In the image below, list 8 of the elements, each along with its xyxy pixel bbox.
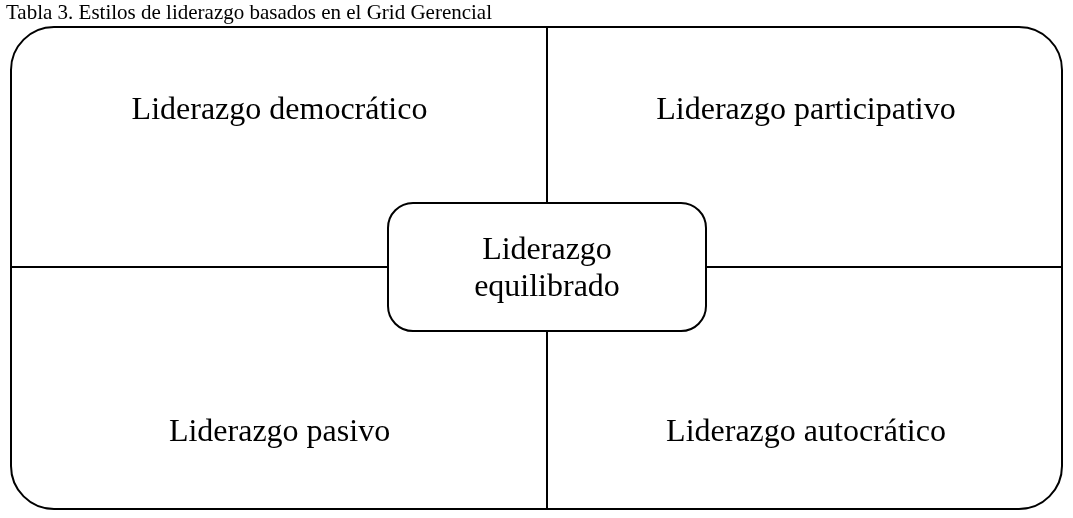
center-box	[387, 202, 707, 332]
style-label: Liderazgo democrático	[131, 89, 428, 127]
style-label: Liderazgo equilibrado	[473, 230, 621, 304]
diagram-frame	[10, 26, 1063, 510]
table-title: Tabla 3. Estilos de liderazgo basados en el Grid Gerencial	[6, 0, 493, 24]
style-label: Liderazgo pasivo	[168, 411, 391, 449]
style-label: Liderazgo autocrático	[666, 411, 946, 449]
style-label: Liderazgo participativo	[656, 89, 956, 127]
